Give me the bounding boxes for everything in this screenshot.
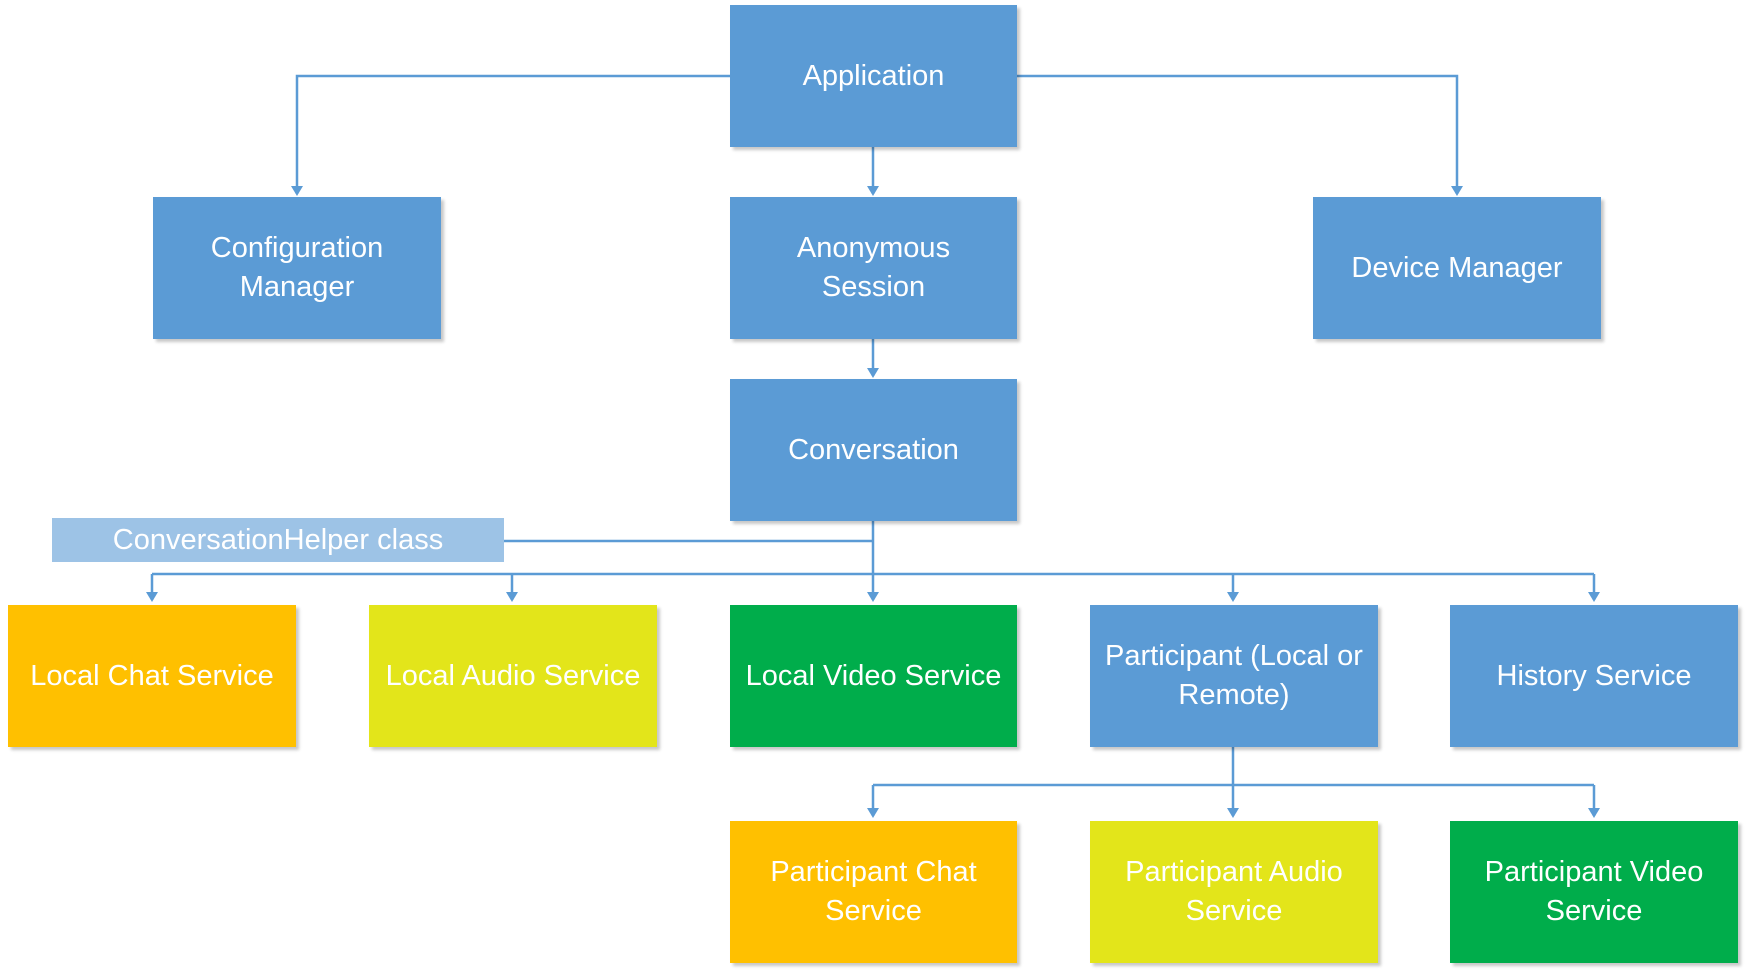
node-participant-label: Participant (Local or Remote) bbox=[1105, 640, 1363, 711]
node-history-service-label: History Service bbox=[1496, 659, 1692, 692]
node-participant-audio-service-label: Participant Audio Service bbox=[1125, 856, 1343, 927]
node-device-manager: Device Manager bbox=[1313, 197, 1601, 339]
node-local-chat-service: Local Chat Service bbox=[8, 605, 296, 747]
node-local-video-service-label: Local Video Service bbox=[745, 659, 1002, 692]
node-history-service: History Service bbox=[1450, 605, 1738, 747]
node-application: Application bbox=[730, 5, 1017, 147]
node-anonymous-session-label: Anonymous Session bbox=[796, 232, 951, 303]
edge-application-device bbox=[1016, 74, 1463, 196]
node-participant-chat-service: Participant Chat Service bbox=[730, 821, 1017, 963]
node-anonymous-session: Anonymous Session bbox=[730, 197, 1017, 339]
node-configuration-manager-label: Configuration Manager bbox=[210, 232, 384, 303]
node-participant: Participant (Local or Remote) bbox=[1090, 605, 1378, 747]
edge-application-config bbox=[291, 74, 730, 196]
node-local-chat-service-label: Local Chat Service bbox=[30, 659, 274, 692]
node-device-manager-label: Device Manager bbox=[1351, 251, 1563, 284]
node-participant-audio-service: Participant Audio Service bbox=[1090, 821, 1378, 963]
node-local-audio-service: Local Audio Service bbox=[369, 605, 657, 747]
node-participant-video-service: Participant Video Service bbox=[1450, 821, 1738, 963]
node-configuration-manager: Configuration Manager bbox=[153, 197, 441, 339]
node-local-video-service: Local Video Service bbox=[730, 605, 1017, 747]
node-participant-chat-service-label: Participant Chat Service bbox=[770, 856, 977, 927]
node-local-audio-service-label: Local Audio Service bbox=[385, 659, 641, 692]
conversation-helper-label: ConversationHelper class bbox=[52, 518, 504, 562]
node-conversation-label: Conversation bbox=[788, 433, 959, 466]
node-participant-video-service-label: Participant Video Service bbox=[1484, 856, 1704, 927]
node-conversation: Conversation bbox=[730, 379, 1017, 521]
conversation-helper-text: ConversationHelper class bbox=[112, 523, 444, 556]
node-application-label: Application bbox=[802, 59, 945, 92]
